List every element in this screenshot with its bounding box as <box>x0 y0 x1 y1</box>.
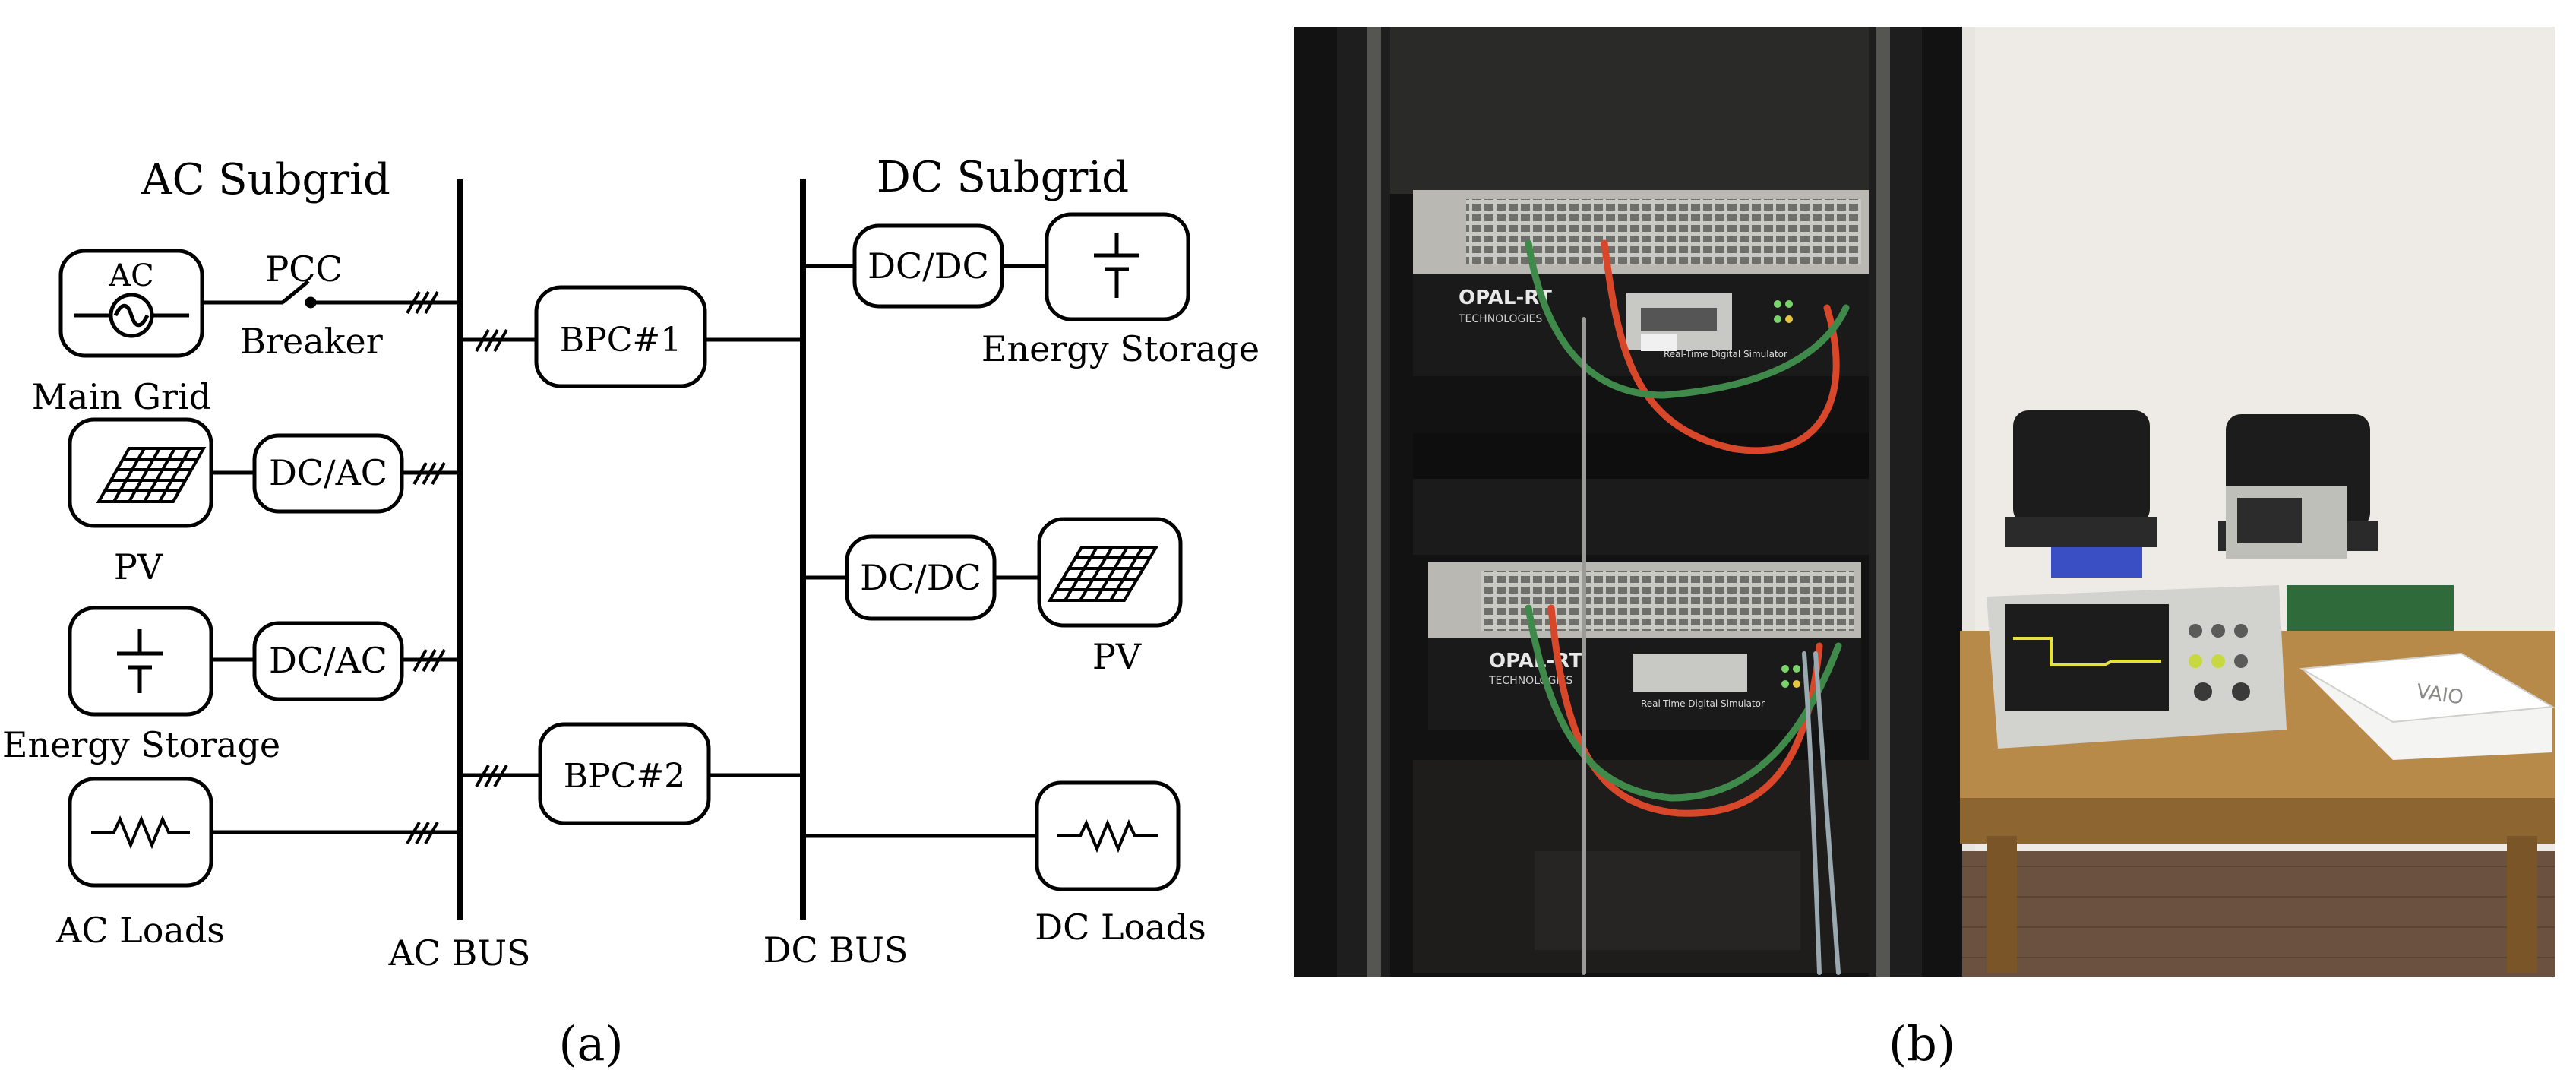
opal-rt-simulator-1: OPAL-RT TECHNOLOGIES Real-Time Digital S… <box>1413 190 1869 376</box>
dc-loads-box <box>1035 780 1181 891</box>
ac-loads-label: AC Loads <box>55 910 225 951</box>
breaker-switch-icon <box>281 280 310 304</box>
es-dc-label: Energy Storage <box>981 328 1260 369</box>
opal-rt-simulator-2: OPAL-RT TECHNOLOGIES Real-Time Digital S… <box>1428 562 1861 730</box>
es-dc-box <box>1045 212 1190 321</box>
battery-icon-dc <box>1094 233 1139 298</box>
panel-a-caption: (a) <box>558 1016 623 1072</box>
photo-floor <box>1960 851 2555 977</box>
opal-rt-tech-1: TECHNOLOGIES <box>1458 313 1542 325</box>
ac-source-label: AC <box>108 258 154 293</box>
dcac-1-label: DC/AC <box>269 452 387 493</box>
dcac-2-label: DC/AC <box>269 640 387 681</box>
bpc2-label: BPC#2 <box>564 757 685 796</box>
pv-panel-icon-ac <box>96 447 207 503</box>
dc-subgrid-title: DC Subgrid <box>877 153 1129 202</box>
bpc1-box <box>534 285 707 388</box>
resistor-icon-ac <box>91 815 190 850</box>
battery-icon-ac <box>117 629 163 693</box>
three-phase-mark-pcc <box>406 291 439 314</box>
simulator-text-1: Real-Time Digital Simulator <box>1664 349 1787 359</box>
control-board <box>2287 585 2454 631</box>
es-ac-box <box>68 606 213 717</box>
patch-cables <box>1525 239 1850 975</box>
simulator-text-2: Real-Time Digital Simulator <box>1641 698 1765 709</box>
pv-panel-icon-dc <box>1047 546 1159 602</box>
panel-b-photo: OPAL-RT TECHNOLOGIES Real-Time Digital S… <box>1294 27 2555 1072</box>
es-ac-label: Energy Storage <box>2 724 280 765</box>
ac-loads-box <box>68 777 213 888</box>
pcc-label: PCC <box>265 249 342 290</box>
ac-source-icon <box>109 293 154 338</box>
pv-ac-label: PV <box>114 546 163 587</box>
panel-a-schematic <box>58 179 1190 920</box>
main-grid-label: Main Grid <box>32 376 211 417</box>
ac-bus-label: AC BUS <box>387 932 530 974</box>
oscilloscope <box>1987 585 2287 749</box>
pv-dc-label: PV <box>1092 636 1142 677</box>
dcdc-1-label: DC/DC <box>868 245 989 287</box>
panel-b-caption: (b) <box>1889 1016 1955 1072</box>
dc-loads-label: DC Loads <box>1035 907 1206 948</box>
breaker-label: Breaker <box>240 321 383 362</box>
panel-a-labels: AC Subgrid DC Subgrid AC Main Grid PCC B… <box>2 153 1260 1072</box>
ac-subgrid-title: AC Subgrid <box>141 155 390 204</box>
dcdc-2-label: DC/DC <box>860 557 981 598</box>
bpc1-label: BPC#1 <box>560 321 681 359</box>
resistor-icon-dc <box>1057 818 1158 853</box>
laptop: VAIO <box>2299 652 2555 760</box>
pv-dc-box <box>1037 517 1183 628</box>
opal-rt-tech-2: TECHNOLOGIES <box>1488 675 1572 687</box>
dc-bus-label: DC BUS <box>763 929 909 970</box>
